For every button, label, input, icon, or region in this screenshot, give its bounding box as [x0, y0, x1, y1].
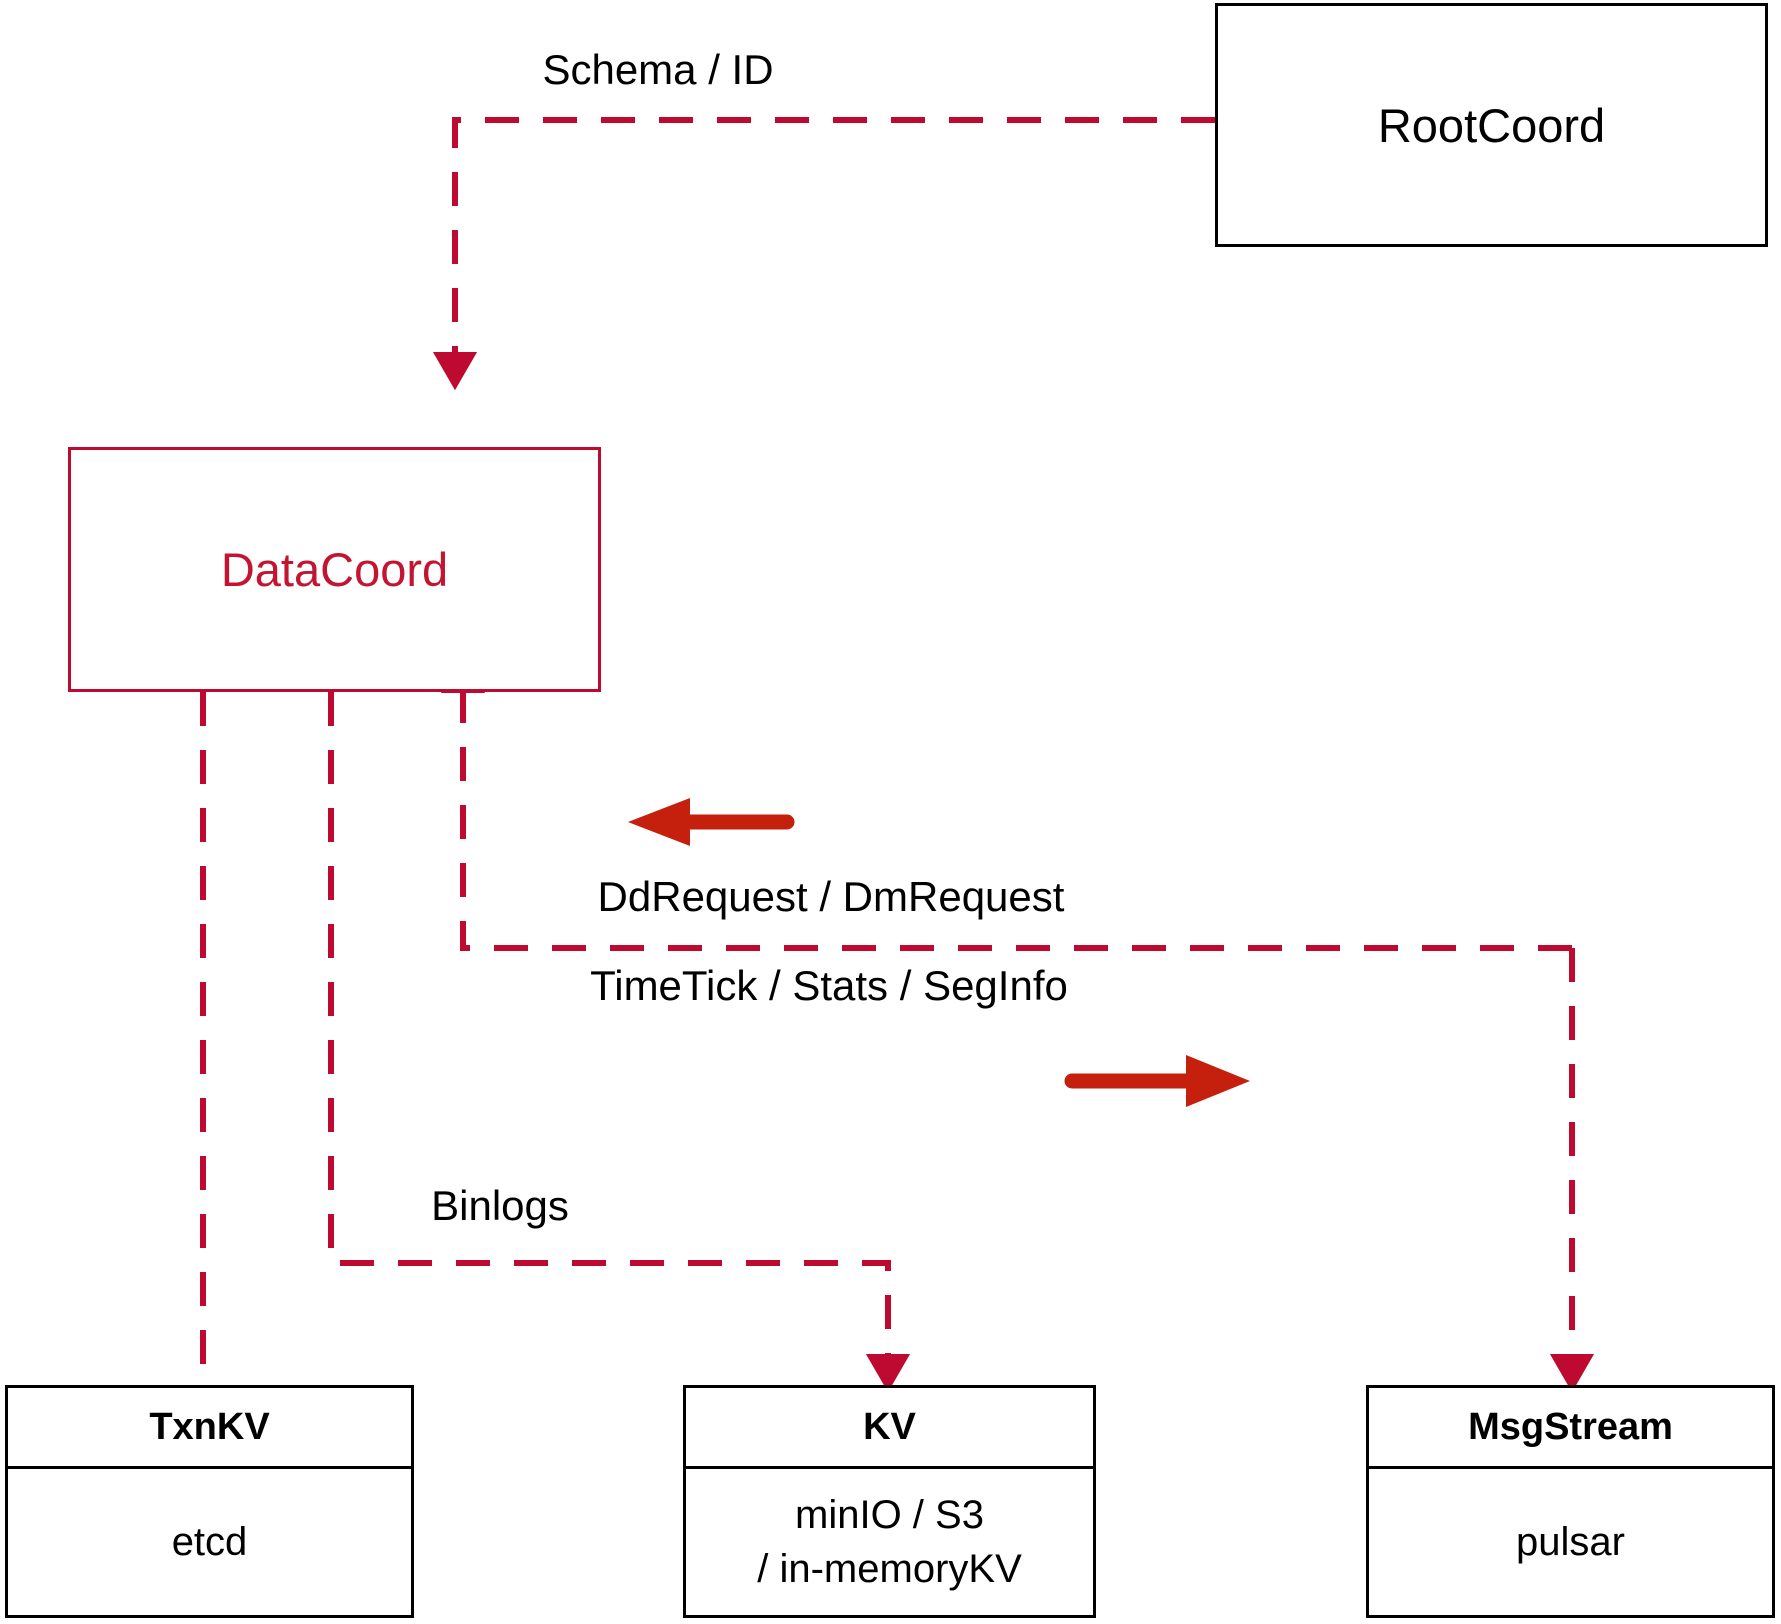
- inbound-arrow-icon: [628, 798, 795, 846]
- edge-datacoord-to-kv: [328, 692, 911, 1393]
- node-msgstream-label: MsgStream: [1468, 1405, 1673, 1448]
- node-kv-impl-line1: minIO / S3: [795, 1493, 984, 1537]
- outbound-arrow-icon: [1064, 1055, 1250, 1107]
- node-kv-label: KV: [863, 1405, 916, 1448]
- node-kv[interactable]: KV minIO / S3 / in-memoryKV: [683, 1385, 1096, 1618]
- node-rootcoord[interactable]: RootCoord: [1215, 3, 1768, 247]
- node-rootcoord-label: RootCoord: [1377, 98, 1606, 152]
- node-txnkv-impl: etcd: [171, 1520, 248, 1564]
- node-datacoord-label: DataCoord: [220, 543, 449, 596]
- edge-label-timetick-stats-seginfo: TimeTick / Stats / SegInfo: [590, 962, 1068, 1009]
- node-datacoord[interactable]: DataCoord: [68, 447, 601, 692]
- edge-label-binlogs: Binlogs: [431, 1182, 569, 1229]
- node-txnkv-label: TxnKV: [149, 1405, 270, 1448]
- node-msgstream-divider: [1369, 1466, 1772, 1469]
- node-kv-divider: [686, 1466, 1093, 1469]
- edge-label-dd-dm-request: DdRequest / DmRequest: [597, 873, 1065, 920]
- node-msgstream[interactable]: MsgStream pulsar: [1366, 1385, 1775, 1618]
- edge-msgstream-to-datacoord: [440, 654, 1572, 951]
- node-kv-impl-line2: / in-memoryKV: [757, 1547, 1022, 1591]
- edge-rootcoord-to-datacoord: [432, 117, 1215, 391]
- node-msgstream-impl: pulsar: [1516, 1520, 1625, 1564]
- edge-label-schema-id: Schema / ID: [542, 46, 774, 93]
- node-txnkv-divider: [8, 1466, 411, 1469]
- node-txnkv[interactable]: TxnKV etcd: [5, 1385, 414, 1618]
